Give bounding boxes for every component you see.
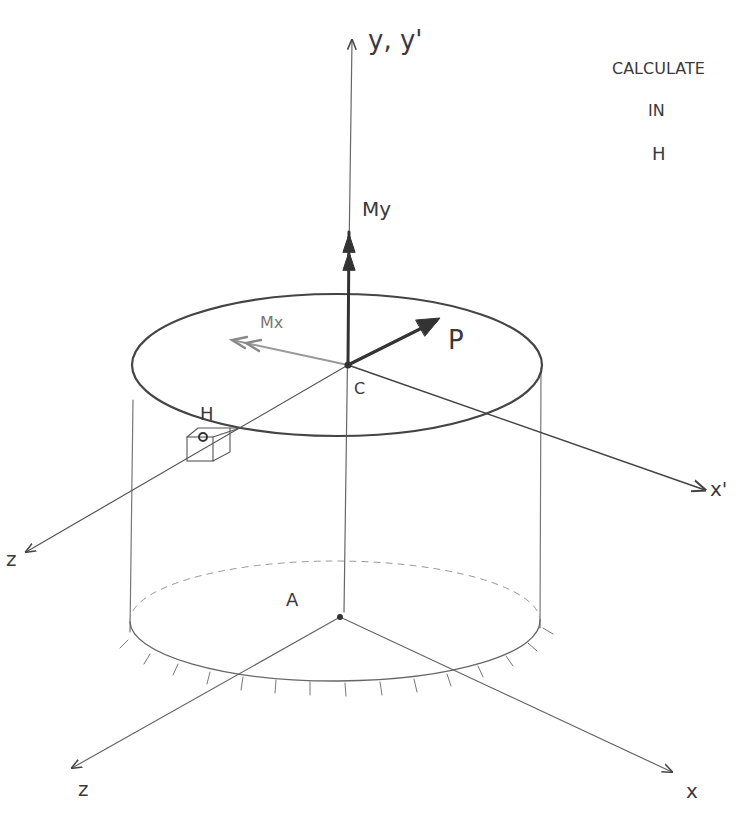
- moment-label: My: [362, 198, 391, 220]
- force-label: P: [448, 326, 464, 355]
- moment-label: Mx: [260, 314, 283, 332]
- point-label: H: [200, 404, 214, 424]
- axis-label: x': [710, 478, 727, 500]
- point-label: C: [354, 380, 365, 398]
- note-text: CALCULATE: [612, 60, 705, 78]
- note-text: H: [652, 144, 666, 164]
- axis-label: y, y': [368, 26, 422, 55]
- axis-label: x: [686, 780, 698, 802]
- axis-label: z: [78, 778, 89, 800]
- point-label: A: [286, 590, 298, 610]
- axis-label: z: [6, 548, 17, 570]
- note-text: IN: [648, 102, 665, 120]
